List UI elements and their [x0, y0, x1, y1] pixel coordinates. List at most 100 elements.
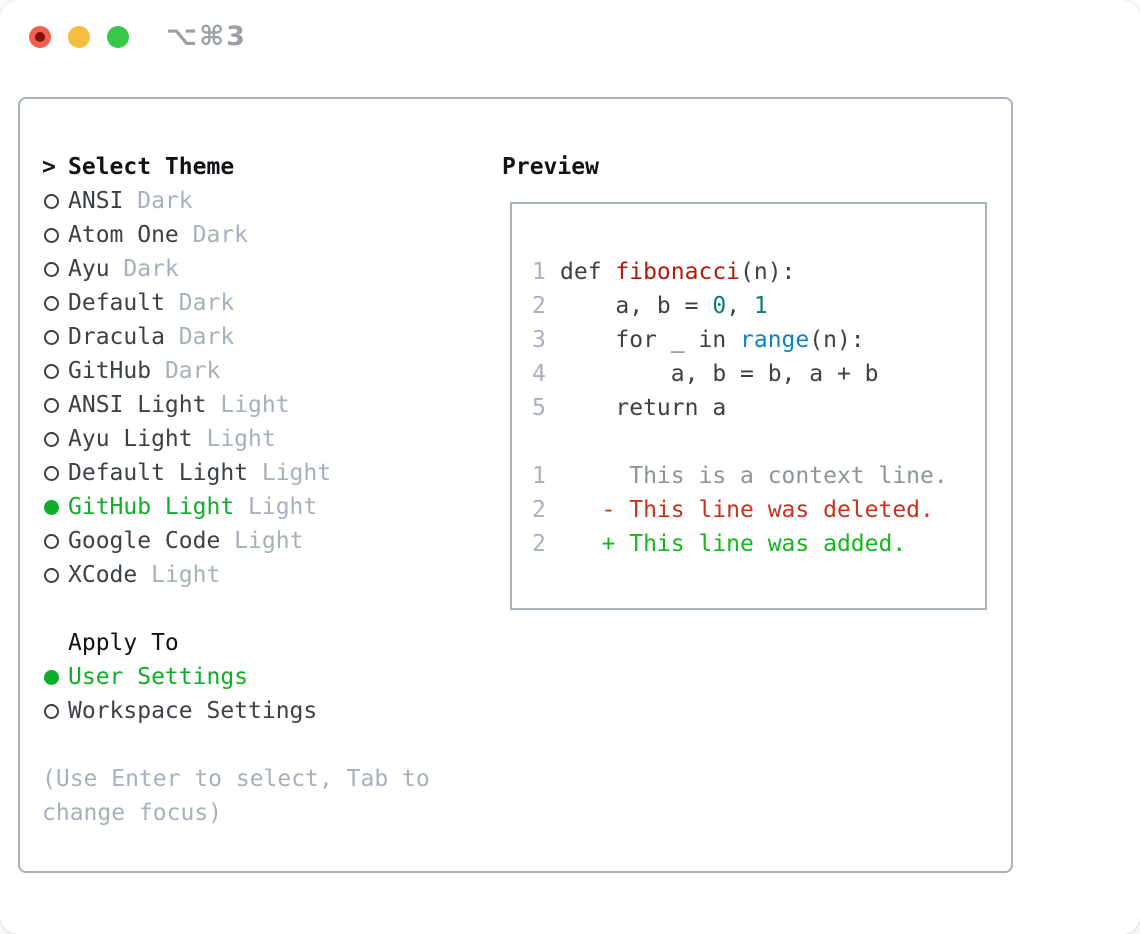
zoom-button-icon[interactable]: [107, 26, 129, 48]
theme-name: XCode: [68, 562, 138, 588]
theme-name: Ayu: [68, 256, 110, 282]
diff-text: This is a context line.: [560, 463, 948, 489]
line-number: 3: [532, 327, 546, 353]
radio-icon: [42, 218, 68, 252]
theme-variant: Light: [248, 460, 332, 486]
theme-option[interactable]: XCode Light: [20, 558, 490, 592]
code-line: 5 return a: [532, 391, 985, 425]
radio-icon: [42, 252, 68, 286]
close-button-icon[interactable]: [29, 26, 51, 48]
theme-variant: Light: [234, 494, 318, 520]
radio-icon: [42, 286, 68, 320]
line-number: 2: [532, 497, 546, 523]
line-number: 4: [532, 361, 546, 387]
diff-text: - This line was deleted.: [560, 497, 934, 523]
line-number: 2: [532, 293, 546, 319]
theme-variant: Dark: [164, 290, 235, 316]
apply-to-header: Apply To: [20, 626, 490, 660]
theme-option[interactable]: Dracula Dark: [20, 320, 490, 354]
code-token: def: [560, 259, 616, 285]
radio-circle: [44, 704, 59, 719]
line-number: 5: [532, 395, 546, 421]
selection-cursor-icon: >: [42, 154, 56, 180]
theme-option[interactable]: Ayu Dark: [20, 252, 490, 286]
diff-line-context: 1 This is a context line.: [532, 459, 985, 493]
radio-icon: [42, 422, 68, 456]
theme-option[interactable]: GitHub Dark: [20, 354, 490, 388]
radio-icon: [42, 184, 68, 218]
theme-name: GitHub: [68, 358, 152, 384]
apply-to-label: Workspace Settings: [68, 698, 318, 724]
select-theme-header: > Select Theme: [20, 150, 490, 184]
radio-selected-icon: [42, 660, 68, 694]
apply-to-option[interactable]: User Settings: [20, 660, 490, 694]
code-line: 3 for _ in range(n):: [532, 323, 985, 357]
traffic-lights: [29, 26, 129, 48]
line-number: 1: [532, 259, 546, 285]
title-bar: ⌥⌘3: [0, 0, 1140, 97]
apply-to-label: User Settings: [68, 664, 249, 690]
keyboard-hint: (Use Enter to select, Tab to change focu…: [42, 766, 430, 826]
diff-line-deleted: 2 - This line was deleted.: [532, 493, 985, 527]
theme-option[interactable]: Atom One Dark: [20, 218, 490, 252]
code-token: 1: [753, 293, 768, 319]
theme-variant: Dark: [164, 324, 235, 350]
code-token: a, b = b, a + b: [560, 361, 879, 387]
window-title: ⌥⌘3: [166, 21, 247, 52]
radio-icon: [42, 354, 68, 388]
theme-name: Dracula: [68, 324, 165, 350]
code-token: 0: [712, 293, 727, 319]
radio-icon: [42, 524, 68, 558]
theme-name: ANSI Light: [68, 392, 207, 418]
preview-title: Preview: [502, 154, 599, 180]
radio-icon: [42, 388, 68, 422]
radio-circle: [44, 262, 59, 277]
code-token: for _ in: [560, 327, 741, 353]
radio-circle: [44, 194, 59, 209]
radio-circle: [44, 500, 59, 515]
theme-name: ANSI: [68, 188, 124, 214]
theme-option[interactable]: Default Dark: [20, 286, 490, 320]
theme-name: Default Light: [68, 460, 249, 486]
theme-variant: Dark: [123, 188, 193, 214]
line-number: 1: [532, 463, 546, 489]
radio-circle: [44, 364, 59, 379]
radio-circle: [44, 670, 59, 685]
minimize-button-icon[interactable]: [68, 26, 90, 48]
blank-line: [532, 425, 985, 459]
theme-variant: Light: [192, 426, 276, 452]
theme-option[interactable]: Google Code Light: [20, 524, 490, 558]
theme-option[interactable]: Ayu Light Light: [20, 422, 490, 456]
code-token: return a: [560, 395, 727, 421]
apply-to-title: Apply To: [68, 630, 179, 656]
theme-variant: Light: [220, 528, 304, 554]
diff-line-added: 2 + This line was added.: [532, 527, 985, 561]
apply-to-option[interactable]: Workspace Settings: [20, 694, 490, 728]
theme-option[interactable]: Default Light Light: [20, 456, 490, 490]
radio-circle: [44, 466, 59, 481]
theme-name: GitHub Light: [68, 494, 235, 520]
diff-block: 1 This is a context line.2 - This line w…: [532, 459, 985, 561]
radio-circle: [44, 398, 59, 413]
gap: [20, 592, 490, 626]
radio-circle: [44, 534, 59, 549]
theme-variant: Dark: [178, 222, 249, 248]
theme-option[interactable]: ANSI Dark: [20, 184, 490, 218]
code-line: 2 a, b = 0, 1: [532, 289, 985, 323]
theme-variant: Light: [206, 392, 290, 418]
code-token: fibonacci: [615, 259, 741, 285]
theme-name: Ayu Light: [68, 426, 193, 452]
theme-picker-title: Select Theme: [68, 154, 235, 180]
radio-circle: [44, 296, 59, 311]
radio-icon: [42, 320, 68, 354]
theme-option[interactable]: ANSI Light Light: [20, 388, 490, 422]
code-token: range: [740, 327, 810, 353]
theme-option[interactable]: GitHub Light Light: [20, 490, 490, 524]
theme-variant: Dark: [151, 358, 221, 384]
radio-icon: [42, 694, 68, 728]
code-token: (n):: [809, 327, 865, 353]
radio-icon: [42, 558, 68, 592]
